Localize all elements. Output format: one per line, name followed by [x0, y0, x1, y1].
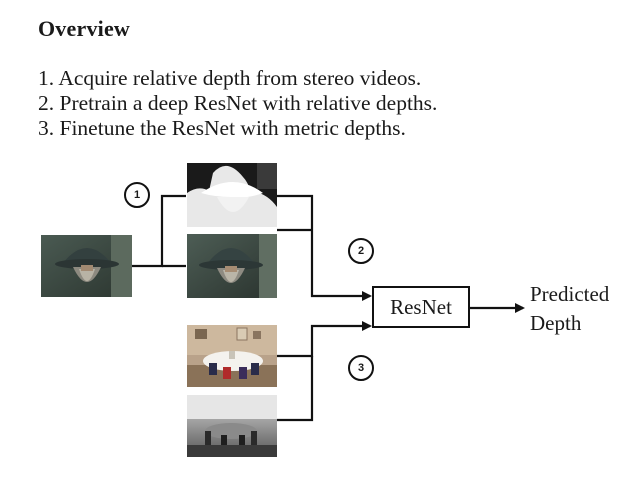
resnet-box: ResNet: [372, 286, 470, 328]
step-badge-1: 1: [124, 182, 150, 208]
input-wizard-photo: [41, 235, 132, 297]
upper-merge-connector: [277, 194, 372, 301]
step-2-text: 2. Pretrain a deep ResNet with relative …: [38, 91, 438, 115]
step-1-text: 1. Acquire relative depth from stereo vi…: [38, 66, 422, 90]
split-connector: [132, 194, 186, 268]
lower-depth-connector: [277, 356, 314, 422]
page-title: Overview: [38, 16, 131, 41]
resnet-label: ResNet: [390, 294, 452, 319]
dining-room-photo: [187, 325, 277, 387]
output-label-line2: Depth: [530, 311, 582, 335]
step-badge-3: 3: [348, 355, 374, 381]
relative-depth-map: [187, 163, 277, 227]
lower-merge-connector: [277, 321, 372, 358]
step-badge-2: 2: [348, 238, 374, 264]
metric-depth-map: [187, 395, 277, 457]
steps-list: 1. Acquire relative depth from stereo vi…: [38, 66, 437, 141]
output-label-line1: Predicted: [530, 282, 610, 306]
output-label: Predicted Depth: [530, 280, 609, 338]
step-3-text: 3. Finetune the ResNet with metric depth…: [38, 116, 406, 140]
rgb-wizard-photo: [187, 234, 277, 298]
